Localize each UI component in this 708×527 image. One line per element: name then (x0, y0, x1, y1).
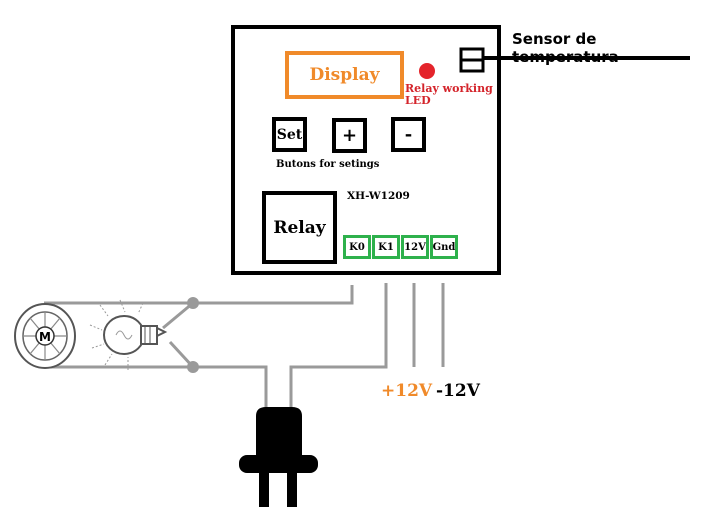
light-bulb-icon (89, 299, 168, 370)
terminal-k1: K1 (372, 235, 400, 259)
sensor-label: Sensor de temperatura (512, 30, 619, 66)
display-panel: Display (285, 51, 404, 99)
junction-bottom (187, 361, 199, 373)
set-button[interactable]: Set (272, 117, 307, 152)
buttons-label: Butons for setings (276, 159, 380, 170)
supply-plus-label: +12V (381, 381, 433, 401)
power-plug-icon (239, 407, 318, 507)
temperature-sensor-icon (459, 47, 485, 73)
relay-block: Relay (262, 191, 337, 264)
terminal-12v: 12V (401, 235, 429, 259)
junction-top (187, 297, 199, 309)
minus-button[interactable]: - (391, 117, 426, 152)
svg-text:M: M (39, 330, 51, 344)
relay-led-label: Relay working LED (405, 83, 493, 107)
relay-led-label-line2: LED (405, 94, 431, 107)
motor-icon: M (14, 303, 76, 369)
plus-button[interactable]: + (332, 118, 367, 153)
model-label: XH-W1209 (347, 190, 410, 202)
terminal-gnd: Gnd (430, 235, 458, 259)
supply-minus-label: -12V (436, 381, 480, 401)
relay-led-icon (419, 63, 435, 79)
thermostat-module (231, 25, 501, 275)
terminal-k0: K0 (343, 235, 371, 259)
relay-led-label-line1: Relay working (405, 82, 493, 95)
